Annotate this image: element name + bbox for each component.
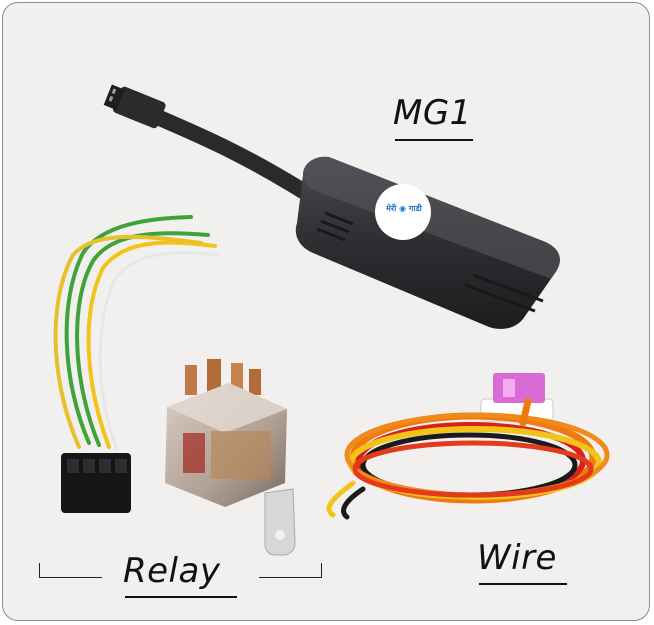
logo-icon: ◉	[399, 204, 407, 213]
relay-label-underline	[125, 596, 237, 598]
wire-harness-coil	[326, 373, 610, 520]
brand-logo-text: मेरी ◉ गाडी	[378, 203, 430, 214]
logo-right-text: गाडी	[408, 204, 422, 213]
tracker-label: MG1	[393, 93, 472, 133]
relay-label: Relay	[123, 551, 221, 591]
brand-logo	[375, 184, 431, 240]
automotive-relay	[165, 359, 296, 556]
gps-tracker-device	[103, 84, 560, 329]
relay-wire-harness	[53, 215, 219, 451]
product-illustration	[53, 84, 610, 556]
tracker-label-underline	[395, 139, 473, 141]
relay-connector-socket	[61, 453, 131, 513]
logo-left-text: मेरी	[386, 204, 397, 213]
relay-bracket-right	[259, 563, 322, 578]
wire-label-underline	[479, 583, 567, 585]
relay-bracket-left	[39, 563, 102, 578]
wire-label: Wire	[477, 538, 557, 578]
